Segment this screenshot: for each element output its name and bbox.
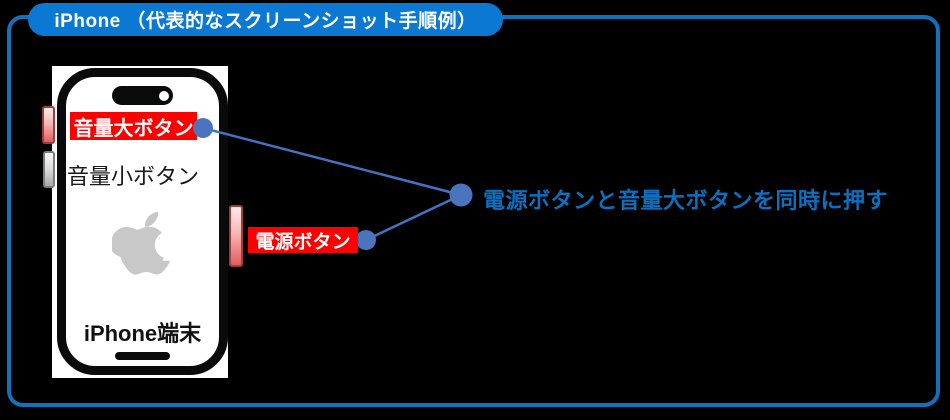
- volume-down-physical-button: [43, 151, 55, 188]
- apple-logo-icon: [112, 211, 171, 275]
- volume-down-label: 音量小ボタン: [67, 164, 200, 189]
- power-label: 電源ボタン: [248, 227, 358, 253]
- camera-icon: [159, 90, 169, 101]
- volume-up-label-text: 音量大ボタン: [73, 117, 194, 140]
- power-physical-button: [229, 205, 243, 267]
- volume-up-label: 音量大ボタン: [70, 112, 197, 140]
- title-badge: iPhone （代表的なスクリーンショット手順例）: [28, 3, 503, 36]
- power-label-text: 電源ボタン: [255, 231, 351, 253]
- dynamic-island: [112, 86, 173, 105]
- page-title: iPhone （代表的なスクリーンショット手順例）: [54, 11, 477, 32]
- device-name-label: iPhone端末: [83, 321, 202, 346]
- instruction-text: 電源ボタンと音量大ボタンを同時に押す: [483, 188, 889, 213]
- home-indicator: [115, 352, 170, 360]
- volume-up-physical-button: [42, 106, 55, 144]
